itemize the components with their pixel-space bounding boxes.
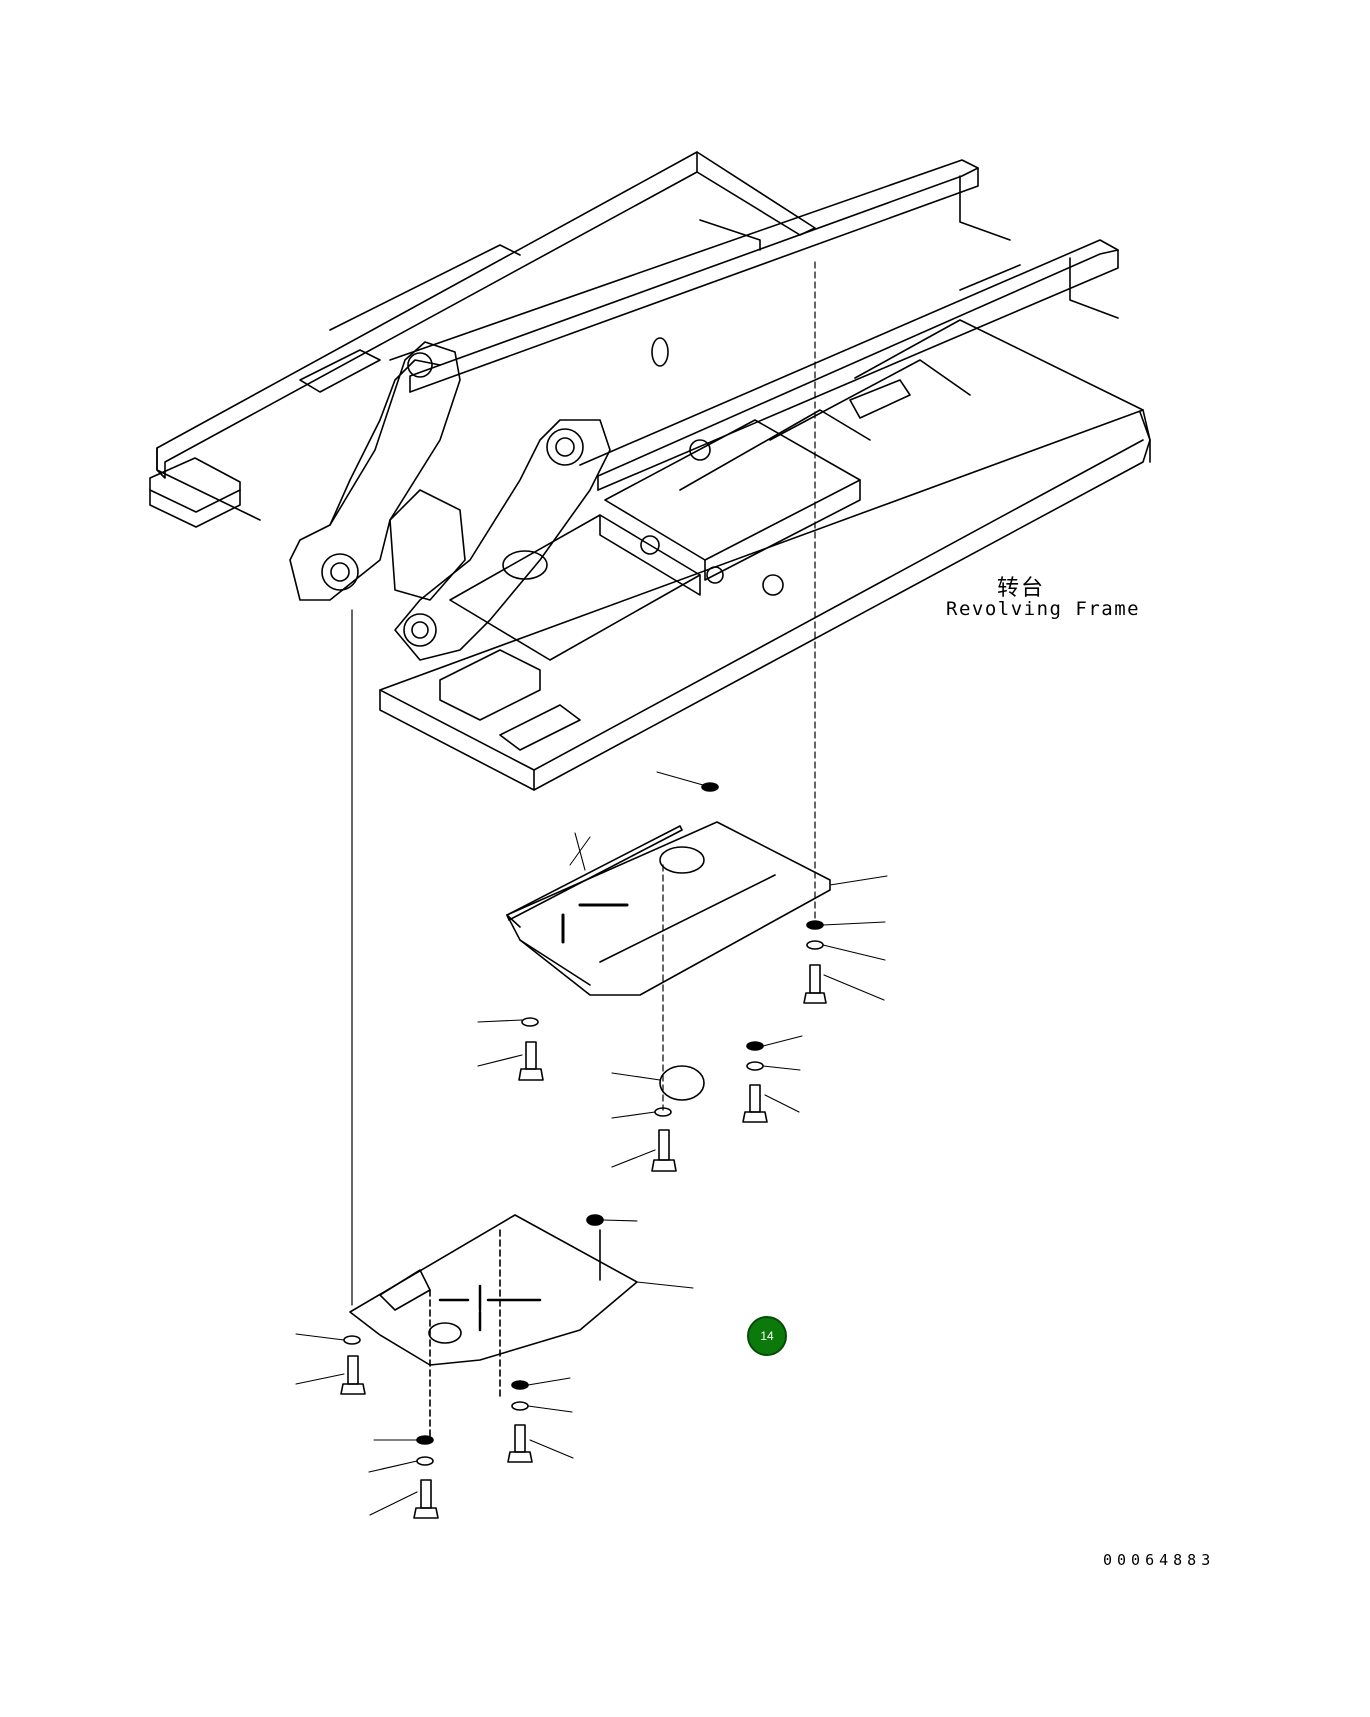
frame-label-english: Revolving Frame bbox=[946, 598, 1141, 620]
upper-cover-plate bbox=[506, 821, 831, 996]
document-number: 00064883 bbox=[1103, 1551, 1216, 1569]
leader-lines bbox=[295, 771, 888, 1516]
fasteners bbox=[340, 782, 827, 1519]
frame-label-chinese: 转台 bbox=[997, 576, 1046, 601]
revolving-frame bbox=[149, 151, 1151, 791]
lower-cover-plate bbox=[349, 1214, 638, 1441]
assembly-centerlines bbox=[351, 261, 816, 1306]
part-callout-badge[interactable]: 14 bbox=[747, 1316, 787, 1356]
callout-number: 14 bbox=[760, 1329, 774, 1343]
